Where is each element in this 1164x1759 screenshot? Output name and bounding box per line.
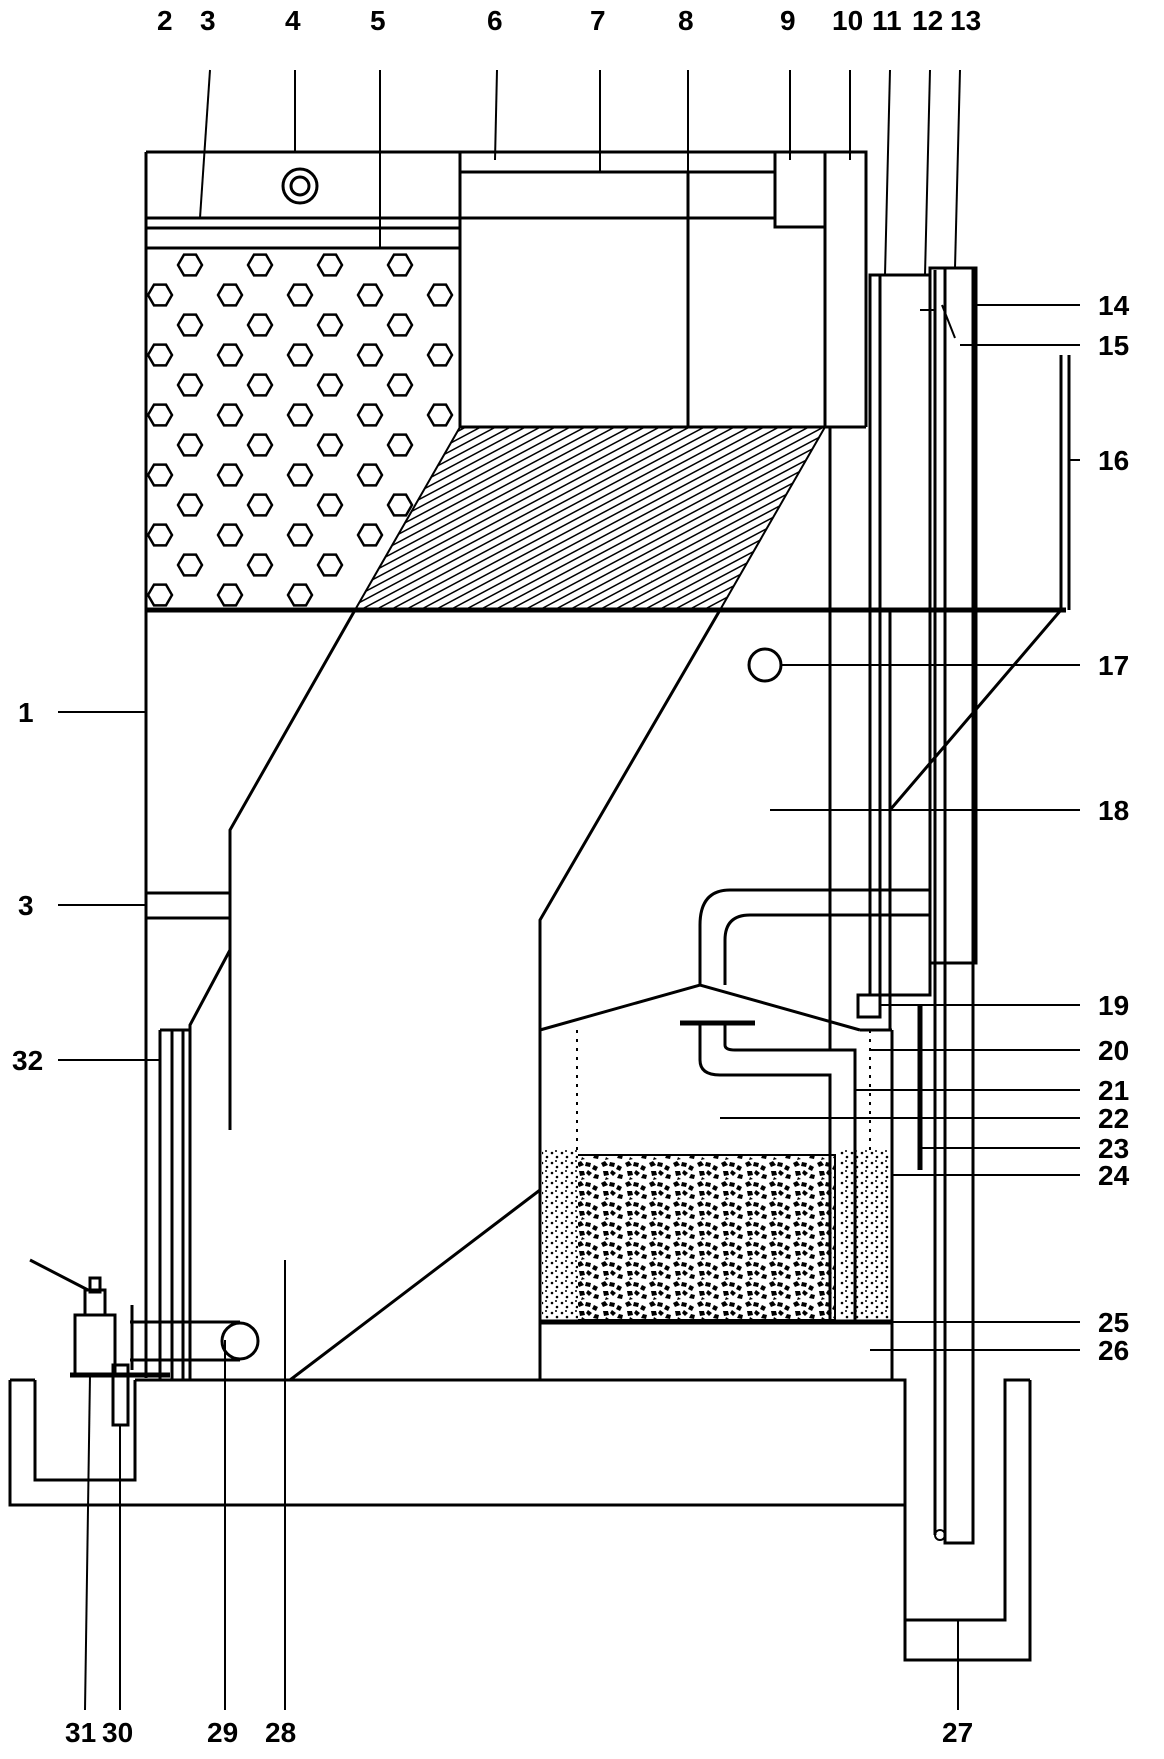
packing-hexagon (286, 403, 314, 427)
packing-hexagon (426, 343, 454, 367)
label-30: 30 (102, 1717, 133, 1748)
label-3-top: 3 (200, 5, 216, 36)
packing-hexagon (216, 523, 244, 547)
packing-hexagon (356, 343, 384, 367)
label-14: 14 (1098, 290, 1130, 321)
filter-chamber (538, 888, 930, 1382)
packing-hexagon (146, 283, 174, 307)
packing-hexagon (176, 493, 204, 517)
inclined-plates (353, 426, 827, 611)
label-28: 28 (265, 1717, 296, 1748)
right-pipes (747, 266, 1071, 1545)
packing-hexagon (146, 583, 174, 607)
part-labels: 1 3 32 2 3 4 5 6 7 8 9 10 11 12 13 14 15… (12, 5, 1130, 1748)
packing-hexagon (356, 523, 384, 547)
packing-hexagon (246, 433, 274, 457)
packing-hexagon (216, 283, 244, 307)
packing-hexagon (286, 463, 314, 487)
packing-hexagon (216, 343, 244, 367)
label-11: 11 (872, 5, 902, 36)
label-26: 26 (1098, 1335, 1129, 1366)
packing-hexagon (426, 283, 454, 307)
packing-hexagon (176, 373, 204, 397)
packing-hexagon (216, 403, 244, 427)
packing-hexagon (286, 583, 314, 607)
label-1: 1 (18, 697, 34, 728)
label-31: 31 (65, 1717, 96, 1748)
packing-hexagon (246, 313, 274, 337)
label-15: 15 (1098, 330, 1129, 361)
packing-hexagon (316, 493, 344, 517)
base-trough (8, 1378, 1032, 1662)
label-12: 12 (912, 5, 943, 36)
packing-hexagon (246, 493, 274, 517)
packing-hexagon (316, 313, 344, 337)
packing-hexagon (386, 373, 414, 397)
packing-hexagon (356, 283, 384, 307)
packing-hexagon (286, 283, 314, 307)
label-32: 32 (12, 1045, 43, 1076)
label-13: 13 (950, 5, 981, 36)
label-23: 23 (1098, 1133, 1129, 1164)
packing-hexagon (386, 313, 414, 337)
packing-hexagon (146, 403, 174, 427)
label-10: 10 (832, 5, 863, 36)
label-22: 22 (1098, 1103, 1129, 1134)
packing-hexagon (176, 553, 204, 577)
packing-hexagon (246, 253, 274, 277)
item-4-fitting (281, 167, 319, 205)
label-25: 25 (1098, 1307, 1129, 1338)
packing-hexagon (316, 373, 344, 397)
label-5: 5 (370, 5, 386, 36)
label-19: 19 (1098, 990, 1129, 1021)
label-9: 9 (780, 5, 796, 36)
packing-hexagon (146, 523, 174, 547)
label-24: 24 (1098, 1160, 1130, 1191)
packing-hexagon (176, 313, 204, 337)
label-8: 8 (678, 5, 694, 36)
packing-hexagon (286, 523, 314, 547)
label-21: 21 (1098, 1075, 1129, 1106)
label-4: 4 (285, 5, 301, 36)
packing-hexagon (216, 583, 244, 607)
label-29: 29 (207, 1717, 238, 1748)
label-7: 7 (590, 5, 606, 36)
packing-hexagon (286, 343, 314, 367)
packing-hexagon (386, 253, 414, 277)
valve-assembly (29, 1258, 170, 1427)
label-3-left: 3 (18, 890, 34, 921)
label-6: 6 (487, 5, 503, 36)
packing-hexagon (176, 433, 204, 457)
packing-hexagon (246, 373, 274, 397)
label-17: 17 (1098, 650, 1129, 681)
packing-hexagon (216, 463, 244, 487)
label-20: 20 (1098, 1035, 1129, 1066)
packing-hexagon (316, 433, 344, 457)
packing-hexagon (176, 253, 204, 277)
packing-hexagon (356, 463, 384, 487)
packing-hexagon (146, 463, 174, 487)
packing-hexagon (146, 343, 174, 367)
packing-hexagon (356, 403, 384, 427)
packing-hexagon (316, 553, 344, 577)
packing-media (146, 253, 454, 607)
label-2: 2 (157, 5, 173, 36)
packing-hexagon (316, 253, 344, 277)
packing-hexagon (386, 493, 414, 517)
label-27: 27 (942, 1717, 973, 1748)
label-18: 18 (1098, 795, 1129, 826)
packing-hexagon (386, 433, 414, 457)
label-16: 16 (1098, 445, 1129, 476)
packing-hexagon (246, 553, 274, 577)
packing-hexagon (426, 403, 454, 427)
leader-lines (58, 69, 1080, 1711)
